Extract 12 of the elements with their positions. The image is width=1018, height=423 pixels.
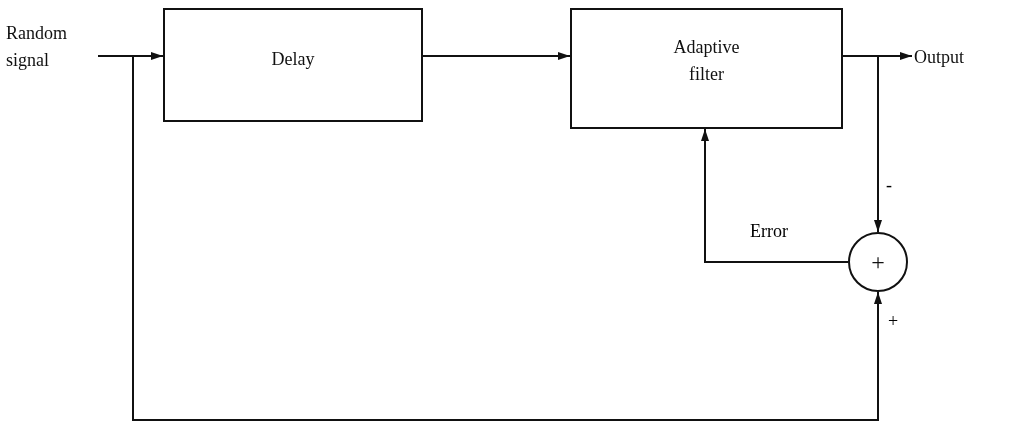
delay-block xyxy=(163,8,423,122)
arrow xyxy=(97,55,882,421)
output-label: Output xyxy=(914,46,965,69)
arrow xyxy=(422,52,571,60)
filter-block xyxy=(570,8,843,129)
plus-sign: + xyxy=(871,248,885,277)
block-label: Delay xyxy=(271,48,315,71)
input-label: Random signal xyxy=(6,22,68,72)
block-label: Adaptive filter xyxy=(672,36,741,86)
arrow xyxy=(701,128,849,263)
summing-junction xyxy=(848,232,908,292)
arrow xyxy=(842,55,882,233)
